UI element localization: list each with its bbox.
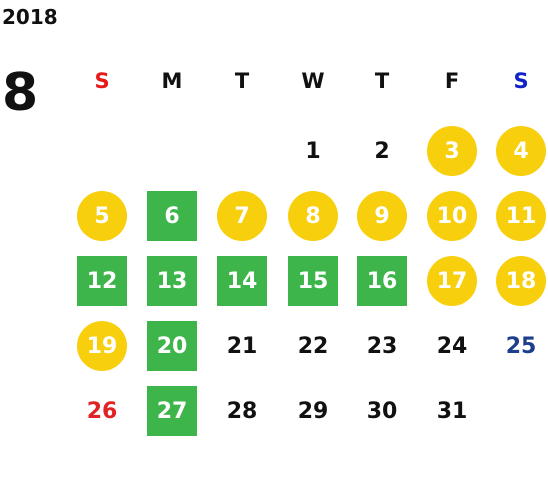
day-cell-22[interactable]: 22 xyxy=(297,333,329,359)
day-cell-25[interactable]: 25 xyxy=(505,333,537,359)
day-cell-8[interactable]: 8 xyxy=(288,191,338,241)
day-cell-9[interactable]: 9 xyxy=(357,191,407,241)
day-cell-24[interactable]: 24 xyxy=(436,333,468,359)
weekday-header-monday: M xyxy=(161,69,183,93)
weekday-header-friday: F xyxy=(444,69,460,93)
day-cell-19[interactable]: 19 xyxy=(77,321,127,371)
day-cell-15[interactable]: 15 xyxy=(288,256,338,306)
calendar-month: 8 xyxy=(2,63,39,123)
day-cell-6[interactable]: 6 xyxy=(147,191,197,241)
day-cell-21[interactable]: 21 xyxy=(226,333,258,359)
weekday-header-wednesday: W xyxy=(301,69,325,93)
day-cell-7[interactable]: 7 xyxy=(217,191,267,241)
day-cell-31[interactable]: 31 xyxy=(436,398,468,424)
day-cell-23[interactable]: 23 xyxy=(366,333,398,359)
day-cell-28[interactable]: 28 xyxy=(226,398,258,424)
day-cell-30[interactable]: 30 xyxy=(366,398,398,424)
day-cell-26[interactable]: 26 xyxy=(86,398,118,424)
weekday-header-thursday: T xyxy=(374,69,390,93)
day-cell-11[interactable]: 11 xyxy=(496,191,546,241)
day-cell-4[interactable]: 4 xyxy=(496,126,546,176)
day-cell-29[interactable]: 29 xyxy=(297,398,329,424)
day-cell-14[interactable]: 14 xyxy=(217,256,267,306)
day-cell-5[interactable]: 5 xyxy=(77,191,127,241)
day-cell-10[interactable]: 10 xyxy=(427,191,477,241)
day-cell-13[interactable]: 13 xyxy=(147,256,197,306)
day-cell-16[interactable]: 16 xyxy=(357,256,407,306)
day-cell-3[interactable]: 3 xyxy=(427,126,477,176)
weekday-header-sunday: S xyxy=(94,69,110,93)
day-cell-17[interactable]: 17 xyxy=(427,256,477,306)
day-cell-2[interactable]: 2 xyxy=(374,138,390,164)
day-cell-12[interactable]: 12 xyxy=(77,256,127,306)
calendar-year: 2018 xyxy=(2,5,58,29)
day-cell-1[interactable]: 1 xyxy=(305,138,321,164)
weekday-header-saturday: S xyxy=(513,69,529,93)
weekday-header-tuesday: T xyxy=(234,69,250,93)
day-cell-27[interactable]: 27 xyxy=(147,386,197,436)
day-cell-18[interactable]: 18 xyxy=(496,256,546,306)
day-cell-20[interactable]: 20 xyxy=(147,321,197,371)
